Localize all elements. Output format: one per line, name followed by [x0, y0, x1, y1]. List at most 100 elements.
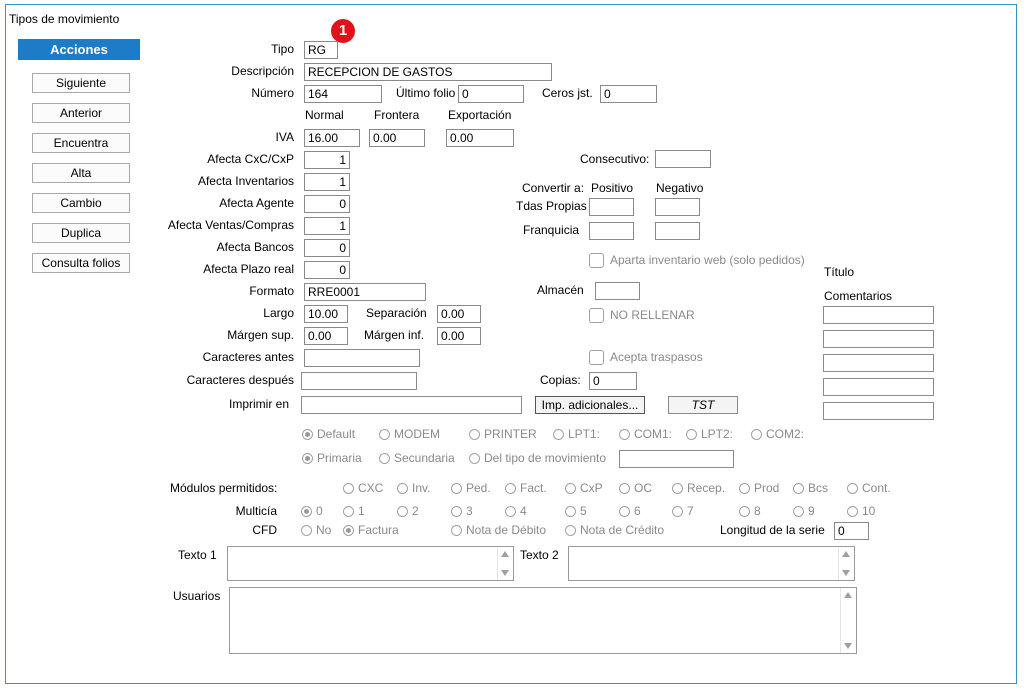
multicia-radio-5[interactable]: 5 — [565, 503, 587, 519]
modulo-cxc-radio[interactable]: CXC — [343, 480, 383, 496]
iva-exportacion-input[interactable]: 0.00 — [446, 129, 514, 147]
tst-button[interactable]: TST — [668, 396, 738, 414]
multicia-radio-10[interactable]: 10 — [847, 503, 875, 519]
comentario-input-2[interactable] — [823, 330, 934, 348]
cfd-radio-nota-credito[interactable]: Nota de Crédito — [565, 522, 664, 538]
comentario-input-5[interactable] — [823, 402, 934, 420]
alta-button[interactable]: Alta — [32, 163, 130, 183]
ceros-jst-input[interactable]: 0 — [600, 85, 657, 103]
ultimo-folio-label: Último folio — [396, 86, 456, 100]
caracteres-antes-input[interactable] — [304, 349, 420, 367]
separacion-input[interactable]: 0.00 — [437, 305, 481, 323]
port-radio-lpt1[interactable]: LPT1: — [553, 426, 600, 442]
cfd-radio-nota-debito[interactable]: Nota de Débito — [451, 522, 546, 538]
port-radio-default[interactable]: Default — [302, 426, 355, 442]
scroll-down-icon[interactable] — [842, 570, 850, 576]
franquicia-positivo-input[interactable] — [589, 222, 634, 240]
scroll-up-icon[interactable] — [842, 551, 850, 557]
port-radio-lpt2[interactable]: LPT2: — [686, 426, 733, 442]
usuarios-textarea[interactable] — [229, 587, 857, 654]
source-radio-secundaria[interactable]: Secundaria — [379, 450, 455, 466]
afecta-ventas-input[interactable]: 1 — [304, 217, 350, 235]
longitud-serie-input[interactable]: 0 — [834, 522, 869, 540]
modulo-bcs-radio[interactable]: Bcs — [793, 480, 828, 496]
afecta-cxc-input[interactable]: 1 — [304, 151, 350, 169]
port-radio-modem[interactable]: MODEM — [379, 426, 440, 442]
caracteres-despues-input[interactable] — [301, 372, 417, 390]
texto1-textarea[interactable] — [227, 546, 514, 581]
aparta-checkbox[interactable]: Aparta inventario web (solo pedidos) — [589, 251, 805, 269]
afecta-plazo-input[interactable]: 0 — [304, 261, 350, 279]
comentario-input-4[interactable] — [823, 378, 934, 396]
tipo-input[interactable]: RG — [304, 41, 338, 59]
port-radio-com1[interactable]: COM1: — [619, 426, 672, 442]
franquicia-negativo-input[interactable] — [655, 222, 700, 240]
cfd-radio-no[interactable]: No — [301, 522, 331, 538]
multicia-radio-6[interactable]: 6 — [619, 503, 641, 519]
cfd-radio-factura[interactable]: Factura — [343, 522, 399, 538]
margen-sup-input[interactable]: 0.00 — [304, 327, 348, 345]
multicia-radio-1[interactable]: 1 — [343, 503, 365, 519]
port-radio-com2[interactable]: COM2: — [751, 426, 804, 442]
comentario-input-3[interactable] — [823, 354, 934, 372]
iva-frontera-input[interactable]: 0.00 — [369, 129, 425, 147]
comentario-input-1[interactable] — [823, 306, 934, 324]
imprimir-en-label: Imprimir en — [228, 397, 289, 411]
modulo-recep-radio[interactable]: Recep. — [672, 480, 725, 496]
imp-adicionales-button[interactable]: Imp. adicionales... — [535, 396, 645, 414]
modulo-cxp-radio[interactable]: CxP — [565, 480, 603, 496]
consulta-folios-button[interactable]: Consulta folios — [32, 253, 130, 273]
usuarios-scrollbar[interactable] — [840, 588, 856, 653]
copias-input[interactable]: 0 — [589, 372, 637, 390]
largo-input[interactable]: 10.00 — [304, 305, 348, 323]
afecta-inventarios-input[interactable]: 1 — [304, 173, 350, 191]
siguiente-button[interactable]: Siguiente — [32, 73, 130, 93]
anterior-button[interactable]: Anterior — [32, 103, 130, 123]
modulo-fact-radio[interactable]: Fact. — [505, 480, 547, 496]
afecta-agente-input[interactable]: 0 — [304, 195, 350, 213]
texto2-textarea[interactable] — [568, 546, 855, 581]
multicia-radio-7[interactable]: 7 — [672, 503, 694, 519]
modulo-cont-radio[interactable]: Cont. — [847, 480, 891, 496]
margen-inf-input[interactable]: 0.00 — [437, 327, 481, 345]
multicia-radio-8[interactable]: 8 — [739, 503, 761, 519]
modulo-prod-radio[interactable]: Prod — [739, 480, 779, 496]
source-radio-primaria[interactable]: Primaria — [302, 450, 362, 466]
scroll-up-icon[interactable] — [501, 551, 509, 557]
no-rellenar-checkbox[interactable]: NO RELLENAR — [589, 306, 695, 324]
formato-label: Formato — [249, 284, 294, 298]
multicia-radio-4[interactable]: 4 — [505, 503, 527, 519]
modulo-ped-radio[interactable]: Ped. — [451, 480, 491, 496]
scroll-up-icon[interactable] — [844, 592, 852, 598]
acciones-header: Acciones — [18, 39, 140, 60]
iva-normal-input[interactable]: 16.00 — [304, 129, 360, 147]
multicia-radio-2[interactable]: 2 — [397, 503, 419, 519]
encuentra-button[interactable]: Encuentra — [32, 133, 130, 153]
multicia-radio-0[interactable]: 0 — [301, 503, 323, 519]
comentarios-label: Comentarios — [824, 289, 893, 303]
source-radio-del-tipo[interactable]: Del tipo de movimiento — [469, 450, 606, 466]
almacen-input[interactable] — [595, 282, 640, 300]
cambio-button[interactable]: Cambio — [32, 193, 130, 213]
tdas-propias-negativo-input[interactable] — [655, 198, 700, 216]
formato-input[interactable]: RRE0001 — [304, 283, 426, 301]
del-tipo-input[interactable] — [619, 450, 734, 468]
afecta-bancos-input[interactable]: 0 — [304, 239, 350, 257]
scroll-down-icon[interactable] — [501, 570, 509, 576]
multicia-radio-9[interactable]: 9 — [793, 503, 815, 519]
texto1-scrollbar[interactable] — [497, 547, 513, 580]
consecutivo-input[interactable] — [655, 150, 711, 168]
texto2-scrollbar[interactable] — [838, 547, 854, 580]
scroll-down-icon[interactable] — [844, 643, 852, 649]
port-radio-printer[interactable]: PRINTER — [469, 426, 537, 442]
imprimir-en-input[interactable] — [301, 396, 522, 414]
modulo-oc-radio[interactable]: OC — [619, 480, 652, 496]
tdas-propias-positivo-input[interactable] — [589, 198, 634, 216]
acepta-traspasos-checkbox[interactable]: Acepta traspasos — [589, 348, 703, 366]
multicia-radio-3[interactable]: 3 — [451, 503, 473, 519]
numero-input[interactable]: 164 — [304, 85, 382, 103]
ultimo-folio-input[interactable]: 0 — [458, 85, 524, 103]
modulo-inv-radio[interactable]: Inv. — [397, 480, 430, 496]
duplica-button[interactable]: Duplica — [32, 223, 130, 243]
descripcion-input[interactable]: RECEPCION DE GASTOS — [304, 63, 552, 81]
